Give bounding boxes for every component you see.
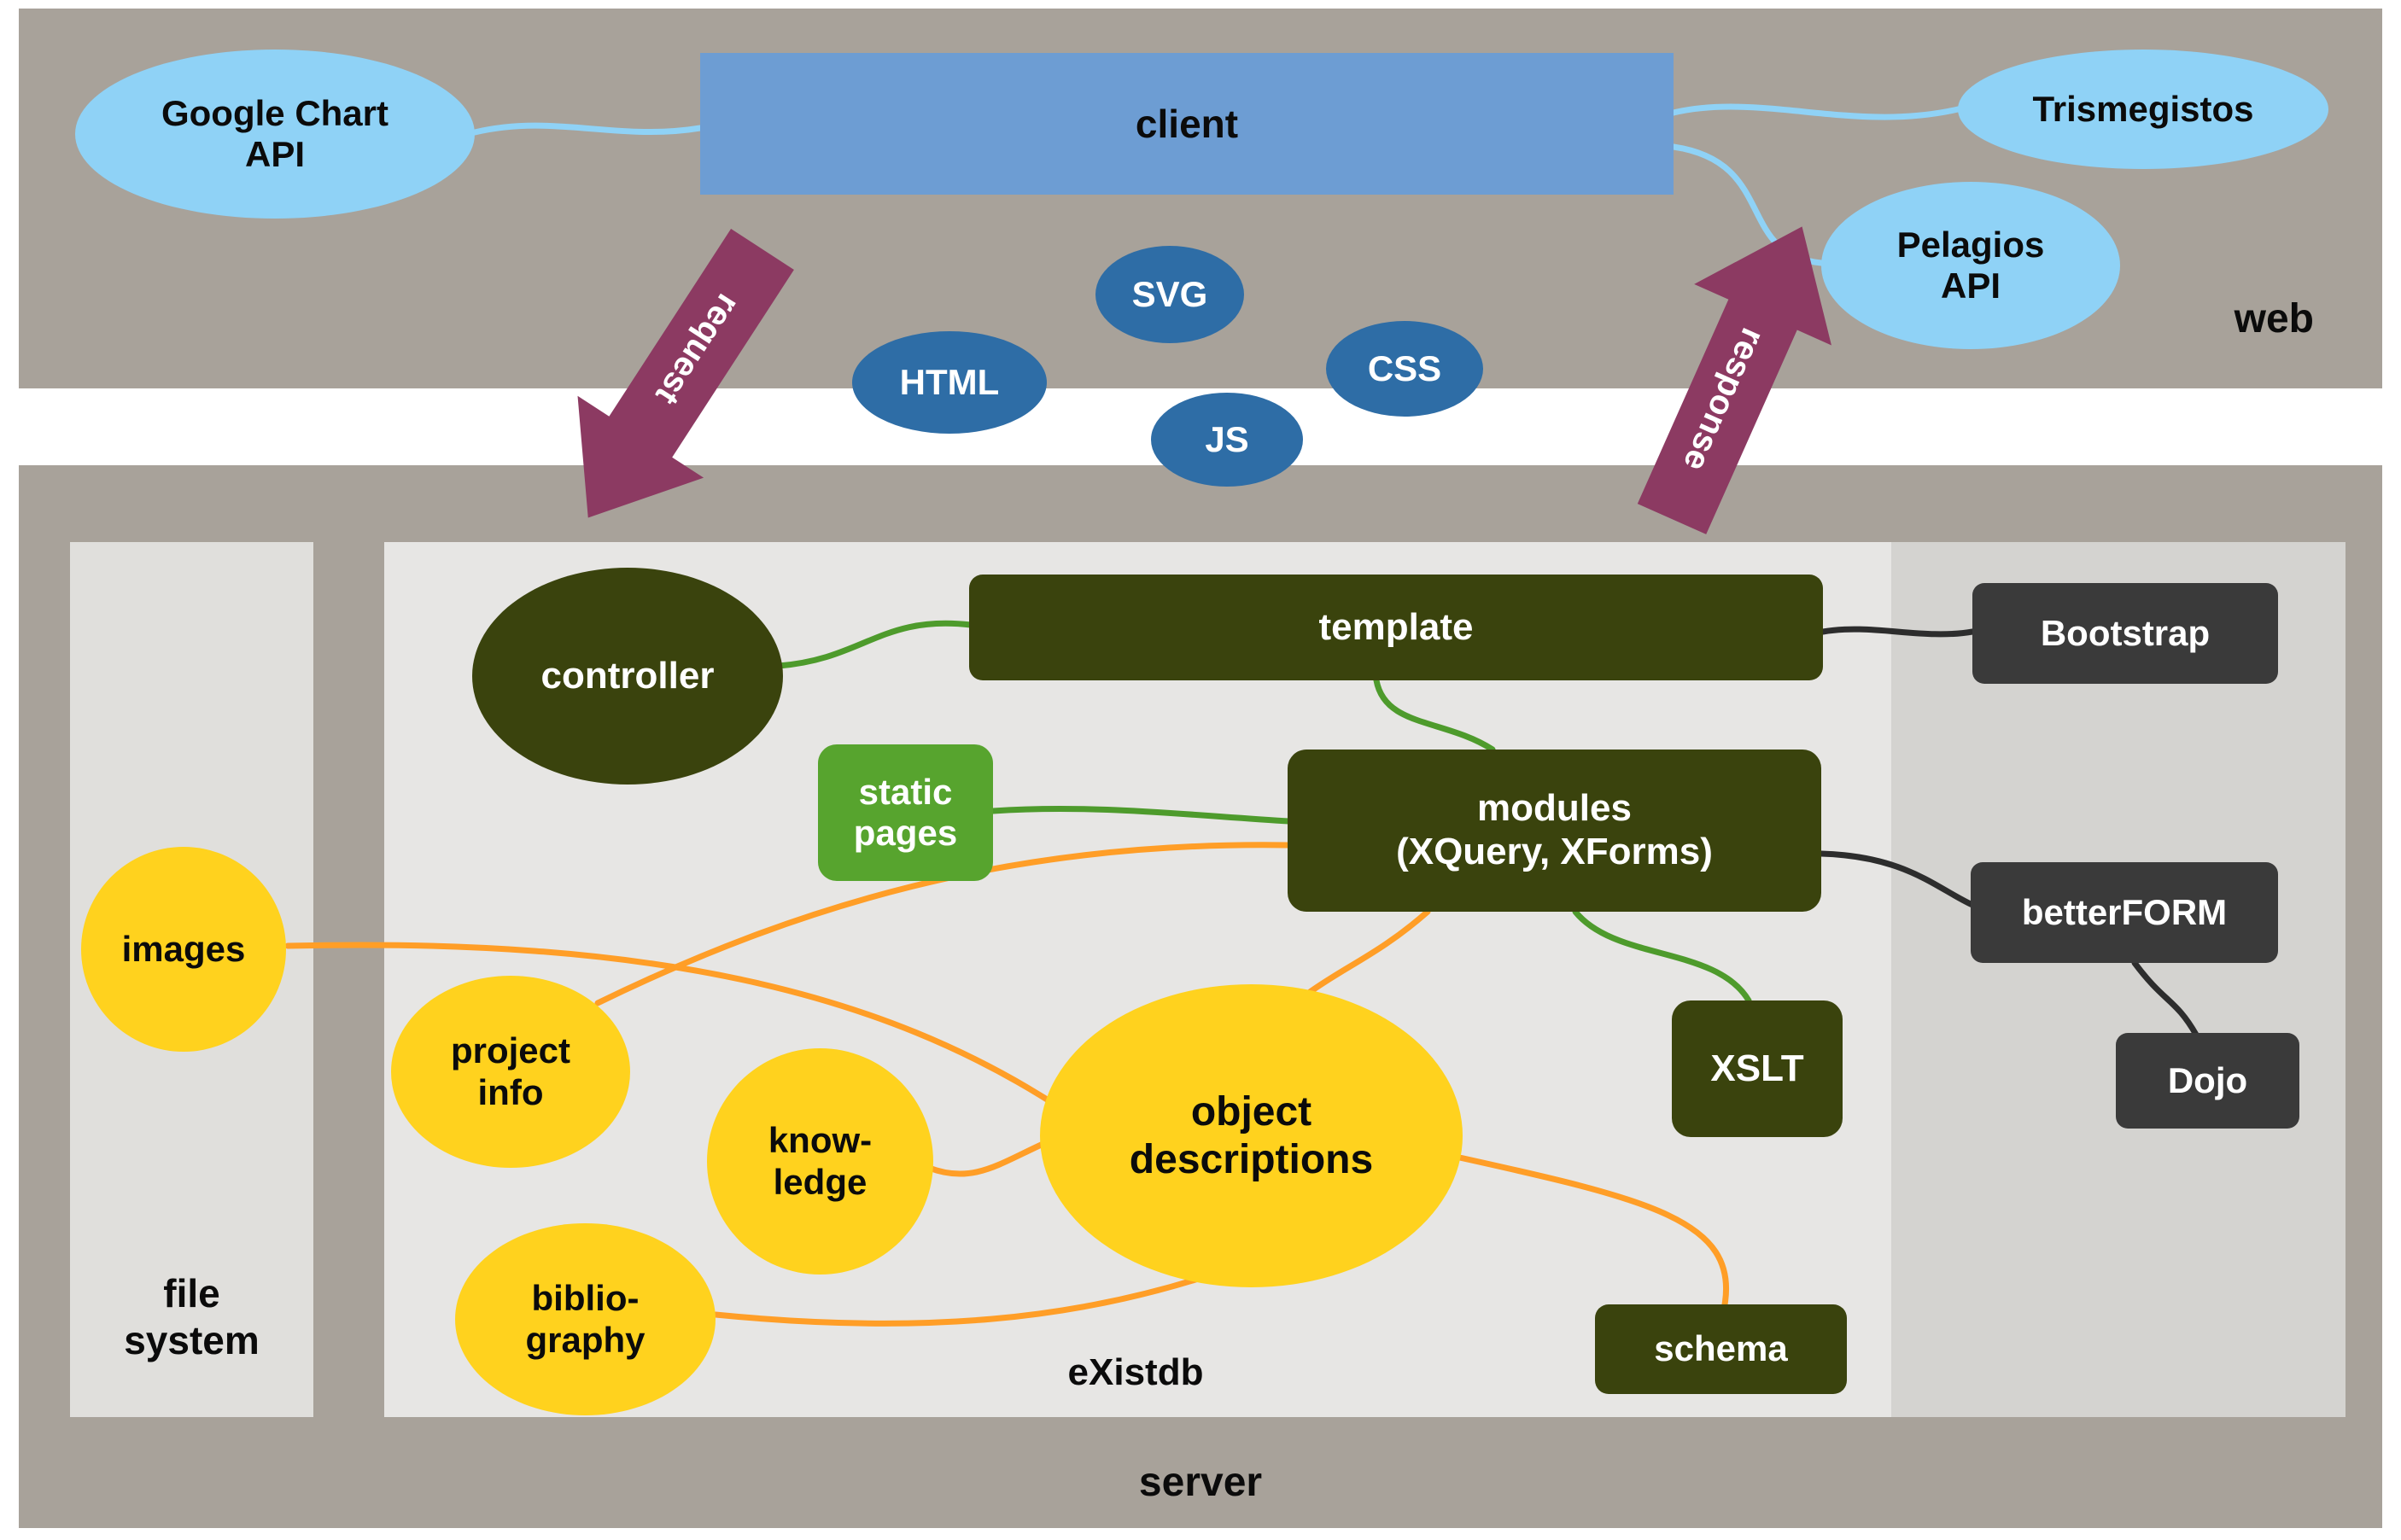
html-node: HTML: [852, 331, 1047, 434]
svg-node: SVG: [1095, 246, 1244, 343]
object-descriptions-node: object descriptions: [1040, 984, 1463, 1287]
betterform-node: betterFORM: [1971, 862, 2278, 963]
modules-node: modules (XQuery, XForms): [1288, 750, 1821, 912]
frameworks-panel: [1891, 542, 2346, 1417]
server-label: server: [1138, 1460, 1263, 1505]
js-node: JS: [1151, 393, 1303, 487]
bibliography-node: biblio- graphy: [455, 1223, 716, 1415]
file-system-label: file system: [124, 1271, 260, 1363]
dojo-node: Dojo: [2116, 1033, 2299, 1129]
schema-node: schema: [1595, 1304, 1847, 1394]
bootstrap-node: Bootstrap: [1972, 583, 2278, 684]
google-chart-api-node: Google Chart API: [75, 50, 475, 219]
css-node: CSS: [1326, 321, 1483, 417]
images-node: images: [81, 847, 286, 1052]
web-label: web: [2234, 296, 2314, 341]
pelagios-api-node: Pelagios API: [1821, 182, 2120, 349]
client-node: client: [700, 53, 1674, 195]
trismegistos-node: Trismegistos: [1958, 50, 2328, 169]
static-pages-node: static pages: [818, 744, 993, 881]
xslt-node: XSLT: [1672, 1000, 1843, 1137]
template-node: template: [969, 575, 1823, 680]
project-info-node: project info: [391, 976, 630, 1168]
controller-node: controller: [472, 568, 783, 785]
knowledge-node: know- ledge: [707, 1048, 933, 1275]
existdb-label: eXistdb: [1067, 1351, 1204, 1393]
